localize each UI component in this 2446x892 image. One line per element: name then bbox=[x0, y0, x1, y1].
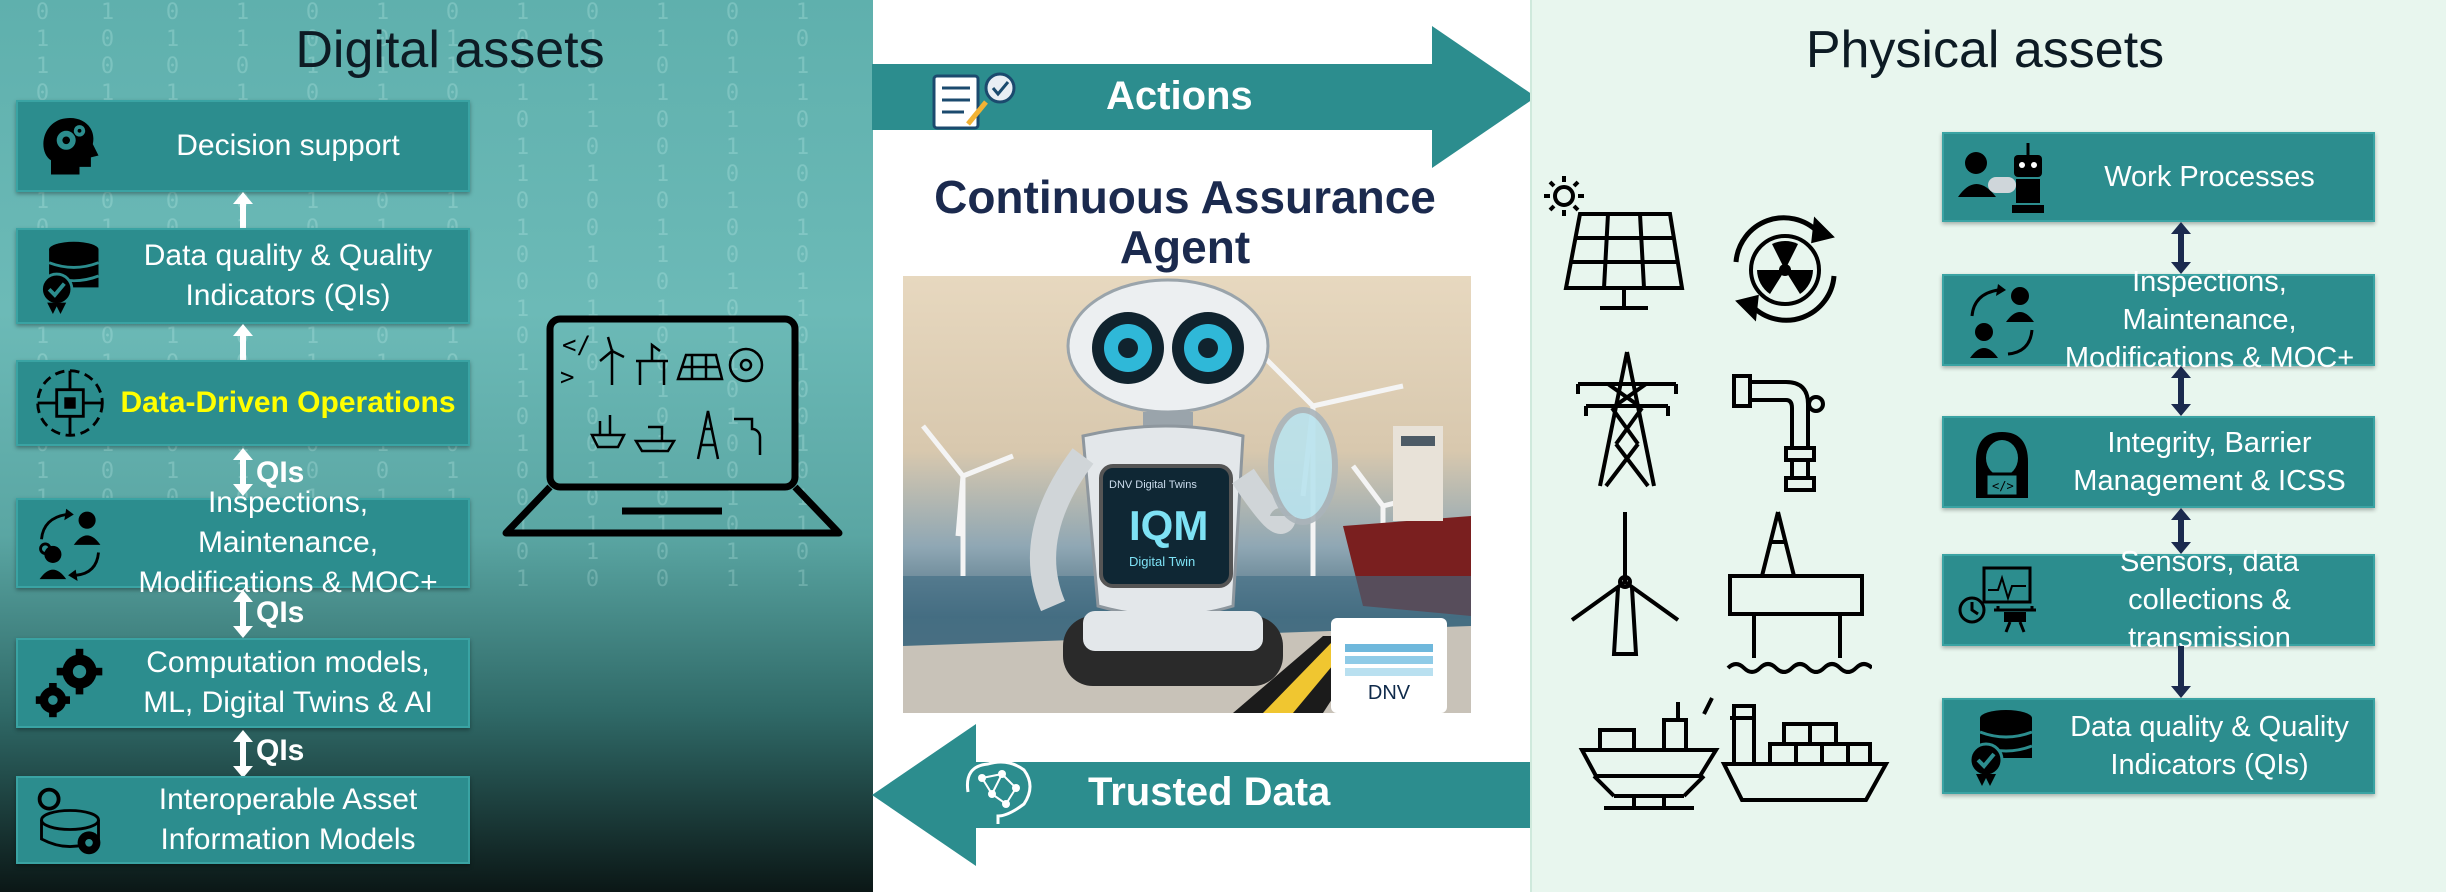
data-quality-physical-label: Data quality & Quality Indicators (QIs) bbox=[2070, 711, 2349, 781]
svg-text:</: </ bbox=[562, 331, 591, 359]
inspections-physical-box: Inspections, Maintenance, Modifications … bbox=[1942, 266, 2375, 374]
sensors-label: Sensors, data collections & transmission bbox=[2120, 546, 2299, 654]
data-quality-box: Data quality & Quality Indicators (QIs) bbox=[16, 228, 470, 324]
work-processes-box: Work Processes bbox=[1942, 132, 2375, 222]
data-quality-physical-box: Data quality & Quality Indicators (QIs) bbox=[1942, 698, 2375, 794]
computation-models-label: Computation models, ML, Digital Twins & … bbox=[143, 646, 433, 719]
inspections-box: Inspections, Maintenance, Modifications … bbox=[16, 486, 470, 599]
wind-turbines-background: DNV Digital Twins IQM Digital Twin bbox=[903, 278, 1471, 713]
wind-turbine-icon bbox=[1570, 512, 1680, 656]
code-rain: 1101001011010010110100 bbox=[650, 0, 675, 594]
qi-label: QIs bbox=[256, 456, 305, 489]
sensors-box: Sensors, data collections & transmission bbox=[1942, 546, 2375, 654]
data-driven-operations-box: Data-Driven Operations bbox=[16, 360, 470, 446]
checklist-icon bbox=[932, 72, 1016, 130]
power-pylon-icon bbox=[1576, 351, 1678, 488]
qi-label: QIs bbox=[256, 596, 305, 629]
worker-robot-icon bbox=[1958, 143, 2044, 213]
hacker-icon: </> bbox=[1976, 432, 2028, 498]
database-badge-icon bbox=[1968, 710, 2033, 786]
logo-stripe bbox=[1345, 668, 1433, 676]
model-gear-icon bbox=[37, 787, 101, 855]
logo-stripe bbox=[1345, 656, 1433, 664]
pipe-icon bbox=[1732, 374, 1825, 492]
double-arrow-icon bbox=[233, 448, 253, 496]
code-rain: 1001011010010110100101 bbox=[510, 0, 535, 594]
svg-text:>: > bbox=[560, 363, 574, 391]
laptop-icon: </ > bbox=[502, 315, 843, 537]
integrity-label: Integrity, Barrier Management & ICSS bbox=[2073, 427, 2346, 497]
gears-icon bbox=[35, 648, 103, 718]
robot-screen-iqm: IQM bbox=[1129, 502, 1208, 549]
chip-network-icon bbox=[36, 369, 104, 437]
robot-screen-sub: Digital Twin bbox=[1129, 554, 1195, 569]
code-rain: 0101101001011010010110 bbox=[580, 0, 605, 594]
robot-photo: DNV Digital Twins IQM Digital Twin DNV bbox=[903, 276, 1471, 713]
people-cycle-icon bbox=[1970, 284, 2034, 358]
trusted-data-arrow bbox=[872, 724, 1536, 866]
solar-panel-icon bbox=[1544, 176, 1685, 310]
double-arrow-icon bbox=[2171, 366, 2191, 416]
code-rain: 0010110100101101001011 bbox=[720, 0, 745, 594]
sensor-drone-icon bbox=[1958, 566, 2036, 633]
network-brain-icon bbox=[965, 760, 1032, 824]
actions-label: Actions bbox=[1106, 74, 1253, 118]
actions-arrow bbox=[872, 26, 1536, 168]
up-arrow-icon bbox=[233, 192, 253, 228]
trusted-data-label: Trusted Data bbox=[1088, 770, 1331, 814]
asset-information-models-label: Interoperable Asset Information Models bbox=[158, 783, 418, 856]
offshore-platform-icon bbox=[1726, 511, 1872, 674]
qi-label: QIs bbox=[256, 734, 305, 767]
double-arrow-icon bbox=[233, 590, 253, 638]
container-ship-icon bbox=[1720, 704, 1890, 802]
computation-models-box: Computation models, ML, Digital Twins & … bbox=[16, 638, 470, 728]
decision-support-box: Decision support bbox=[16, 100, 470, 192]
double-arrow-icon bbox=[233, 730, 253, 778]
digital-assets-title: Digital assets bbox=[295, 21, 605, 79]
up-arrow-icon bbox=[233, 324, 253, 360]
double-arrow-icon bbox=[2171, 508, 2191, 554]
logo-stripe bbox=[1345, 644, 1433, 652]
brain-gear-icon bbox=[43, 118, 99, 175]
work-processes-label: Work Processes bbox=[2104, 161, 2315, 193]
inspections-physical-label: Inspections, Maintenance, Modifications … bbox=[2064, 266, 2355, 374]
down-arrow-icon bbox=[2171, 646, 2191, 698]
dnv-logo-text: DNV bbox=[1367, 682, 1411, 704]
physical-assets-title: Physical assets bbox=[1805, 21, 2165, 79]
integrity-box: </> Integrity, Barrier Management & ICSS bbox=[1942, 416, 2375, 508]
robot-screen-small-text: DNV Digital Twins bbox=[1109, 479, 1197, 491]
nuclear-icon bbox=[1733, 215, 1837, 323]
asset-information-models-box: Interoperable Asset Information Models bbox=[16, 776, 470, 864]
decision-support-label: Decision support bbox=[176, 129, 400, 162]
inspections-label: Inspections, Maintenance, Modifications … bbox=[138, 486, 438, 599]
svg-text:</>: </> bbox=[1992, 479, 2014, 493]
data-quality-label: Data quality & Quality Indicators (QIs) bbox=[143, 239, 433, 312]
fpso-ship-icon bbox=[1578, 697, 1720, 810]
people-cycle-icon bbox=[39, 508, 101, 581]
dnv-logo: DNV bbox=[1331, 618, 1447, 713]
data-driven-operations-label: Data-Driven Operations bbox=[120, 386, 456, 419]
agent-title: Continuous Assurance Agent bbox=[934, 171, 1436, 273]
double-arrow-icon bbox=[2171, 222, 2191, 274]
database-badge-icon bbox=[40, 241, 100, 314]
